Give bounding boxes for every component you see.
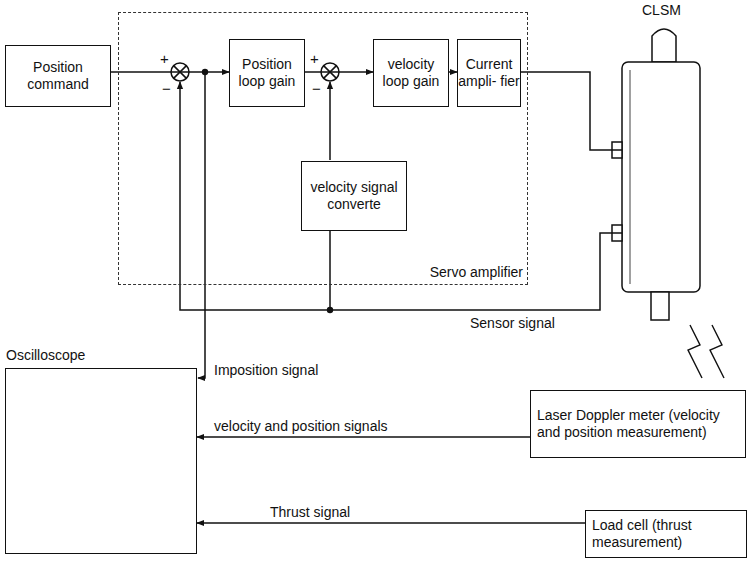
node-text: Load cell (thrust measurement) <box>592 517 746 551</box>
sign-mark: + <box>308 50 321 67</box>
node-text: Oscilloscope <box>6 347 85 364</box>
instrument-box: Load cell (thrust measurement) <box>585 510 747 558</box>
process-box: velocity loop gain <box>373 39 449 107</box>
signal-line <box>330 231 622 310</box>
node-text: Servo amplifier <box>430 264 523 281</box>
process-box: velocity signal converte <box>301 161 407 231</box>
amplifier-region: Servo amplifier Position loop gain velocit… <box>118 12 528 285</box>
signal-line <box>111 71 229 73</box>
sign-mark: + <box>158 50 171 67</box>
node-text: velocity loop gain <box>374 56 448 90</box>
signal-line <box>449 71 457 73</box>
signal-label: velocity and position signals <box>212 418 390 434</box>
process-box: Position loop gain <box>229 39 305 107</box>
node-text: Laser Doppler meter (velocity and positi… <box>537 407 745 441</box>
velocity-feedback-wire <box>329 82 331 160</box>
command-box: Position command <box>5 45 111 107</box>
motor: CLSM <box>622 62 700 292</box>
imposition-wire <box>198 72 205 378</box>
signal-line <box>521 72 622 150</box>
node-text: Current ampli- fier <box>458 56 520 90</box>
sign-mark: − <box>160 80 173 97</box>
node-text: CLSM <box>642 2 681 19</box>
signal-label: Imposition signal <box>212 362 320 378</box>
motor-illustration <box>612 29 700 320</box>
instrument-box: Laser Doppler meter (velocity and positi… <box>530 390 746 458</box>
laser-beam <box>688 325 724 378</box>
node-text: velocity signal converte <box>302 179 406 213</box>
sign-mark: − <box>310 80 323 97</box>
node-text: Position loop gain <box>230 56 304 90</box>
signal-line <box>197 522 585 524</box>
oscilloscope: Oscilloscope <box>5 368 197 554</box>
signal-label: Thrust signal <box>268 504 352 520</box>
signal-line <box>305 71 373 73</box>
signal-line <box>197 436 530 438</box>
signal-label: Sensor signal <box>468 315 557 331</box>
process-box: Current ampli- fier <box>457 39 521 107</box>
node-text: Position command <box>6 59 110 93</box>
